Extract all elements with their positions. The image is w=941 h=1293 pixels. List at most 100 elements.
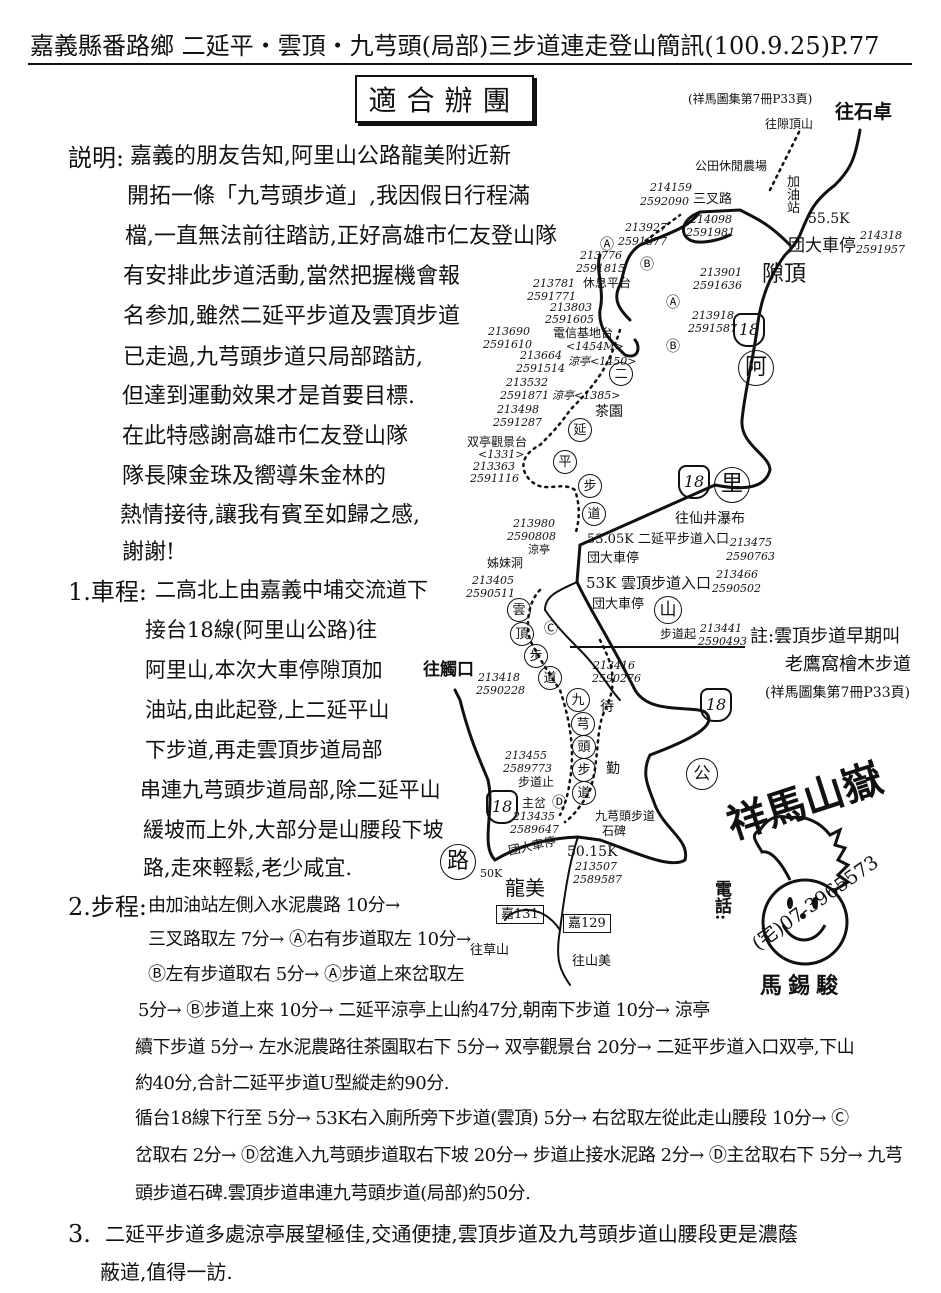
map-label: 団大車停 bbox=[592, 597, 645, 612]
intro-line: 在此特感謝高雄市仁友登山隊 bbox=[122, 424, 409, 449]
trail-char-circle: 雲 bbox=[507, 598, 531, 622]
trail-char-circle: 九 bbox=[566, 688, 590, 712]
map-label: <1331> bbox=[478, 448, 525, 461]
walk-line: 三叉路取左 7分→ Ⓐ右有步道取左 10分→ bbox=[148, 929, 471, 950]
waypoint-b-marker: Ⓑ bbox=[666, 339, 680, 355]
trail-char-circle: 二 bbox=[609, 362, 633, 386]
map-label: 茶園 bbox=[595, 404, 623, 420]
map-label: 53.05K 二延平步道入口 bbox=[587, 532, 730, 547]
map-coord: 214318 bbox=[860, 229, 902, 242]
map-label: 往草山 bbox=[470, 943, 510, 958]
intro-line: 嘉義的朋友告知,阿里山公路龍美附近新 bbox=[130, 144, 511, 169]
intro-line: 有安排此步道活動,當然把握機會報 bbox=[123, 264, 460, 289]
county-road-box: 嘉129 bbox=[563, 914, 611, 933]
trail-char-circle: 道 bbox=[538, 666, 562, 690]
road-name-circle: 阿 bbox=[738, 350, 774, 386]
drive-line: 緩坡而上外,大部分是山腰段下坡 bbox=[143, 818, 444, 842]
walk-line: 循台18線下行至 5分→ 53K右入廁所旁下步道(雲頂) 5分→ 右岔取左從此走… bbox=[135, 1108, 849, 1129]
map-label: 三叉路 bbox=[693, 192, 733, 207]
map-label: 九芎頭步道 bbox=[595, 809, 656, 823]
map-place-label: 龍美 bbox=[505, 876, 545, 900]
map-label: 休息平台 bbox=[583, 276, 632, 290]
walk-line: 5分→ Ⓑ步道上來 10分→ 二延平涼亭上山約47分,朝南下步道 10分→ 涼亭 bbox=[138, 1000, 710, 1021]
map-coord: 213405 bbox=[472, 574, 514, 587]
intro-line: 熱情接待,讓我有賓至如歸之感, bbox=[120, 503, 420, 528]
trail-char-circle: 頂 bbox=[510, 622, 534, 646]
trail-char-circle: 平 bbox=[553, 450, 577, 474]
map-coord: 2591514 bbox=[516, 362, 565, 375]
drive-line: 接台18線(阿里山公路)往 bbox=[145, 618, 378, 642]
map-coord: 213441 bbox=[700, 622, 742, 635]
map-label: 往觸口 bbox=[423, 660, 474, 680]
trail-char-circle: 道 bbox=[572, 781, 596, 805]
map-label: 往山美 bbox=[572, 954, 612, 969]
map-label: 往仙井瀑布 bbox=[675, 511, 745, 527]
map-coord: 213455 bbox=[505, 749, 547, 762]
road-name-circle: 山 bbox=[654, 596, 682, 624]
intro-line: 已走過,九芎頭步道只局部踏訪, bbox=[123, 345, 423, 370]
map-coord: 213416 bbox=[593, 659, 635, 672]
map-label: 電信基地台 bbox=[553, 326, 614, 340]
route-18-shield: 18 bbox=[678, 465, 710, 499]
map-coord: 213980 bbox=[513, 517, 555, 530]
map-coord: 213498 bbox=[497, 403, 539, 416]
county-road-box: 嘉131 bbox=[496, 905, 544, 924]
summit-road bbox=[597, 253, 640, 358]
map-coord: 213776 bbox=[580, 249, 622, 262]
map-coord: 2590502 bbox=[712, 582, 761, 595]
walk-line: 頭步道石碑.雲頂步道串連九芎頭步道(局部)約50分. bbox=[135, 1183, 531, 1204]
drive-line: 阿里山,本次大車停隙頂加 bbox=[145, 658, 383, 682]
trail-jiuqiongtou bbox=[563, 638, 614, 824]
walk-line: 由加油站左側入水泥農路 10分→ bbox=[148, 895, 400, 916]
title-underline bbox=[28, 63, 912, 65]
note-reference: (祥馬圖集第7冊P33頁) bbox=[765, 685, 911, 701]
note-pointer-line bbox=[570, 646, 745, 648]
map-label: 涼亭<1450> bbox=[568, 355, 637, 368]
trail-erynping bbox=[522, 328, 622, 537]
map-coord: 2591605 bbox=[545, 313, 594, 326]
drive-line: 下步道,再走雲頂步道局部 bbox=[145, 738, 383, 762]
drive-line: 二高北上由嘉義中埔交流道下 bbox=[155, 578, 428, 602]
walk-line: 續下步道 5分→ 左水泥農路往茶園取右下 5分→ 双亭觀景台 20分→ 二延平步… bbox=[135, 1037, 855, 1058]
map-coord: 213690 bbox=[488, 325, 530, 338]
highway-18 bbox=[453, 128, 862, 865]
waypoint-a-marker: Ⓐ bbox=[666, 295, 680, 311]
document-title: 嘉義縣番路鄉 二延平・雲頂・九芎頭(局部)三步道連走登山簡訊(100.9.25)… bbox=[30, 32, 880, 60]
access-road bbox=[615, 210, 702, 322]
route-18-shield: 18 bbox=[700, 688, 732, 722]
drive-label: 1.車程: bbox=[68, 578, 147, 606]
map-coord: 2589587 bbox=[573, 873, 622, 886]
note-line: 老鷹窩檜木步道 bbox=[785, 654, 911, 675]
map-coord: 2591877 bbox=[618, 235, 667, 248]
drive-line: 串連九芎頭步道局部,除二延平山 bbox=[140, 778, 441, 802]
horse-head-icon bbox=[752, 815, 851, 892]
suitability-badge: 適合辦團 bbox=[355, 75, 534, 123]
map-coord: 213664 bbox=[520, 349, 562, 362]
drive-line: 油站,由此起登,上二延平山 bbox=[145, 698, 390, 722]
stamp-circle-label: 公 bbox=[686, 758, 718, 790]
south-road-2 bbox=[504, 909, 561, 931]
map-coord: 2589773 bbox=[503, 762, 552, 775]
map-coord: 2591815 bbox=[576, 262, 625, 275]
trail-char-circle: 步 bbox=[524, 644, 548, 668]
map-label: 50K bbox=[480, 867, 503, 880]
trail-char-circle: 道 bbox=[582, 502, 606, 526]
road-name-circle: 路 bbox=[440, 844, 476, 880]
intro-line: 檔,一直無法前往踏訪,正好高雄市仁友登山隊 bbox=[125, 224, 557, 249]
map-label: 涼亭<1385> bbox=[552, 389, 621, 402]
intro-line: 但達到運動效果才是首要目標. bbox=[122, 384, 415, 409]
walk-label: 2.步程: bbox=[68, 893, 147, 921]
map-ref-label: (祥馬圖集第7冊P33頁) bbox=[688, 92, 813, 106]
map-coord: 2592090 bbox=[640, 195, 689, 208]
waypoint-d-marker: Ⓓ bbox=[552, 795, 566, 811]
map-label: 主岔 bbox=[522, 796, 547, 810]
intro-line: 謝謝! bbox=[122, 540, 175, 565]
intro-line: 名参加,雖然二延平步道及雲頂步道 bbox=[123, 304, 460, 329]
intro-line: 隊長陳金珠及嚮導朱金林的 bbox=[122, 464, 387, 489]
map-label: 步道起 bbox=[660, 627, 697, 641]
map-label: 団大車停 bbox=[587, 551, 640, 566]
road-name-circle: 里 bbox=[714, 467, 750, 503]
map-coord: 214098 bbox=[690, 213, 732, 226]
map-label: 姊妹洞 bbox=[487, 556, 524, 570]
